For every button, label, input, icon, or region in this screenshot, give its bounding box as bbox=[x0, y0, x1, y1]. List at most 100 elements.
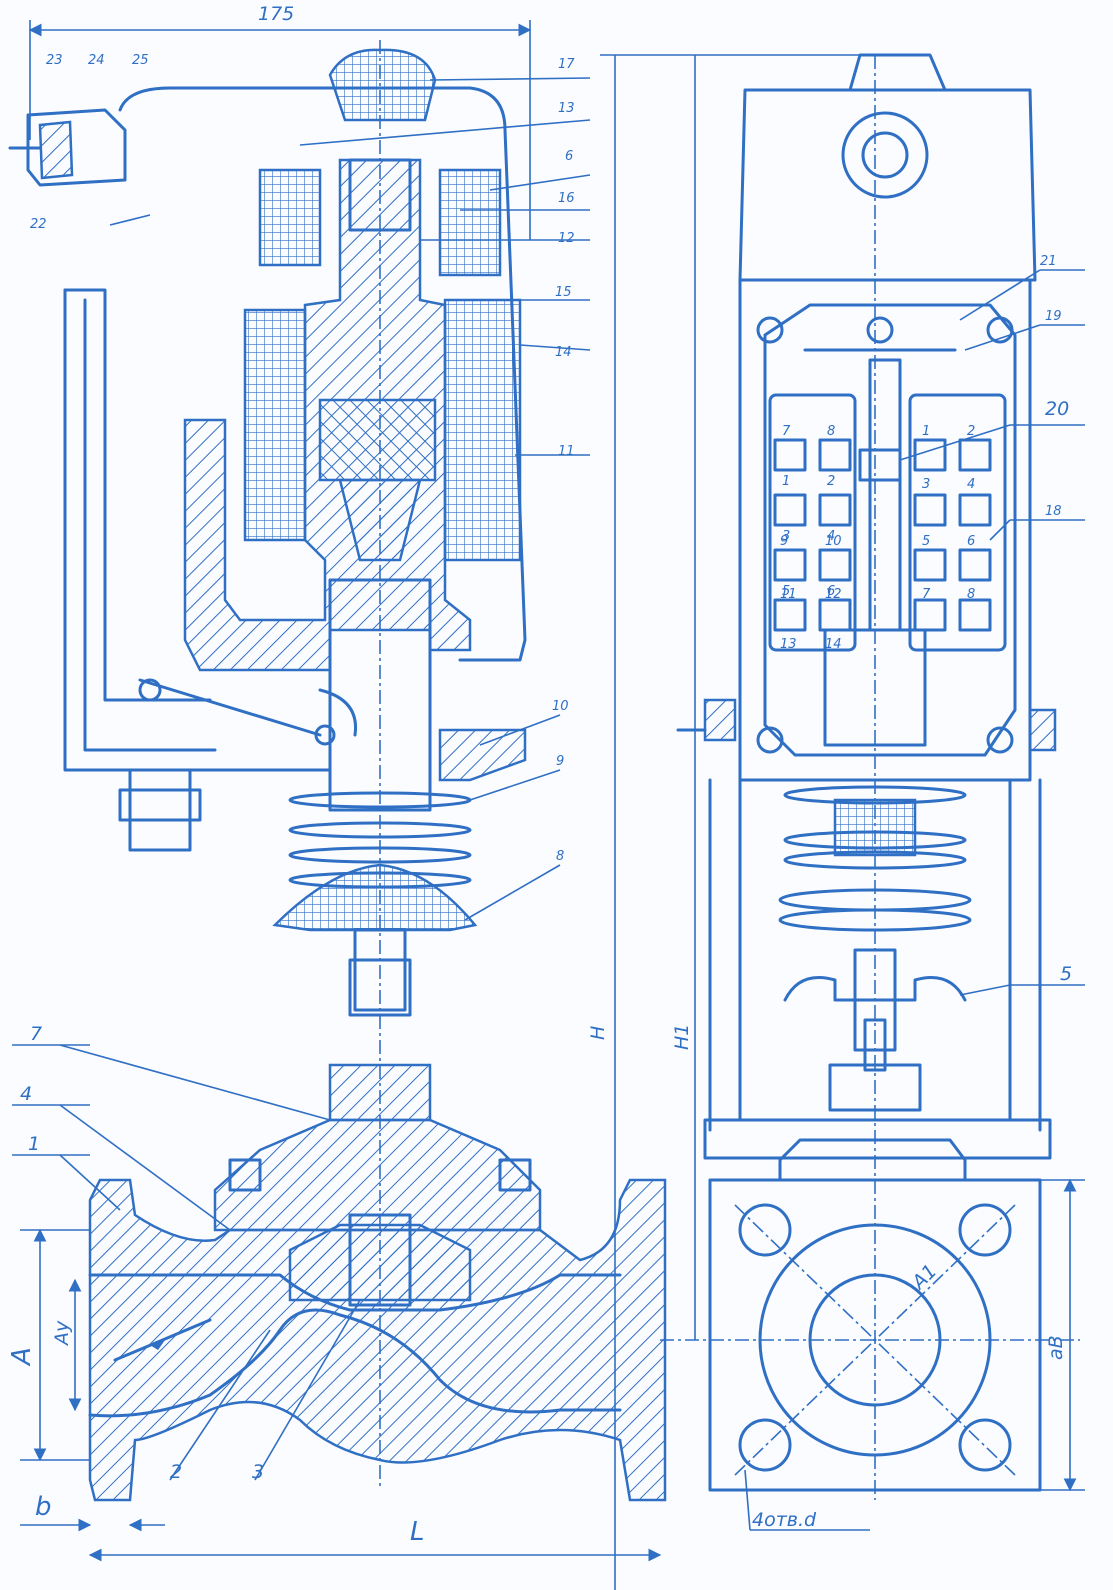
body-inner-lower bbox=[88, 1308, 622, 1418]
terminal-num-r6: 6 bbox=[967, 534, 975, 549]
terminal-num-11: 11 bbox=[780, 587, 797, 602]
side-cover bbox=[738, 88, 1037, 282]
terminal-num-8: 8 bbox=[827, 424, 835, 439]
terminal-panel bbox=[738, 278, 1032, 782]
callout-19: 19 bbox=[1045, 309, 1062, 324]
side-stem bbox=[863, 1018, 887, 1072]
side-knob bbox=[848, 53, 947, 92]
label-A: A bbox=[7, 1347, 37, 1367]
actuator-cover bbox=[118, 86, 527, 662]
side-bonnet bbox=[778, 1138, 967, 1182]
side-view bbox=[600, 53, 1085, 1590]
callout-22: 22 bbox=[30, 217, 47, 232]
holes-leader bbox=[744, 1469, 751, 1531]
cover-cap bbox=[841, 111, 929, 199]
cover-cap-inner bbox=[861, 131, 909, 179]
side-stem-upper bbox=[853, 948, 897, 1052]
side-gland bbox=[828, 1063, 922, 1112]
terminal-screws bbox=[773, 438, 992, 632]
lever bbox=[138, 678, 322, 737]
callout-9: 9 bbox=[556, 754, 564, 769]
callout-14: 14 bbox=[555, 345, 572, 360]
callout-10: 10 bbox=[552, 699, 569, 714]
terminal-num-r2: 2 bbox=[967, 424, 975, 439]
callout-18: 18 bbox=[1045, 504, 1062, 519]
flange-10 bbox=[438, 728, 527, 782]
switch-20 bbox=[858, 448, 902, 482]
screw-tl bbox=[756, 316, 784, 344]
label-L: L bbox=[410, 1517, 425, 1547]
terminal-num-r3: 3 bbox=[922, 477, 930, 492]
top-knob bbox=[328, 48, 437, 122]
callout-2: 2 bbox=[170, 1461, 182, 1483]
bolt-right bbox=[498, 1158, 532, 1192]
callout-4: 4 bbox=[20, 1083, 32, 1105]
callout-21: 21 bbox=[1040, 254, 1057, 269]
terminal-num-10: 10 bbox=[825, 534, 842, 549]
terminal-box bbox=[26, 108, 127, 187]
flow-arrow-head bbox=[150, 1340, 165, 1350]
terminal-block-right bbox=[908, 393, 1007, 652]
label-holes: 4отв.d bbox=[752, 1509, 817, 1531]
diag-2 bbox=[734, 1204, 1016, 1476]
screw-bl bbox=[756, 726, 784, 754]
frame-outer bbox=[63, 288, 332, 772]
leader-lines-left bbox=[12, 77, 591, 1481]
callout-13: 13 bbox=[558, 101, 575, 116]
callout-11: 11 bbox=[558, 444, 575, 459]
callout-12: 12 bbox=[558, 231, 575, 246]
side-stem-nut bbox=[833, 798, 917, 857]
terminal-num-12: 12 bbox=[825, 587, 842, 602]
coil-left bbox=[243, 308, 307, 542]
screw-tr bbox=[986, 316, 1014, 344]
callout-1: 1 bbox=[28, 1133, 40, 1155]
bolt-hole-bl bbox=[738, 1418, 792, 1472]
terminal-num-4: 4 bbox=[827, 529, 835, 544]
label-Ay: Ay bbox=[51, 1320, 73, 1347]
armature bbox=[318, 398, 437, 482]
terminal-num-5: 5 bbox=[782, 584, 790, 599]
terminal-num-7: 7 bbox=[782, 424, 791, 439]
callout-8: 8 bbox=[556, 849, 564, 864]
side-bracket-right bbox=[1028, 708, 1057, 752]
bolt-hole-tl bbox=[738, 1203, 792, 1257]
bolt-hole-tr bbox=[958, 1203, 1012, 1257]
terminal-num-14: 14 bbox=[825, 637, 842, 652]
terminal-num-r8: 8 bbox=[967, 587, 975, 602]
callout-5: 5 bbox=[1060, 963, 1072, 985]
bottom-connector bbox=[128, 768, 192, 852]
lever-cam bbox=[318, 688, 358, 737]
callout-20: 20 bbox=[1045, 398, 1069, 420]
terminal-num-r4: 4 bbox=[967, 477, 975, 492]
label-H: H bbox=[587, 1026, 609, 1040]
label-b: b bbox=[35, 1492, 52, 1522]
bolt-hole-br bbox=[958, 1418, 1012, 1472]
terminal-num-r5: 5 bbox=[922, 534, 930, 549]
terminal-num-3: 3 bbox=[782, 529, 790, 544]
diaphragm-8 bbox=[272, 863, 478, 932]
callout-23: 23 bbox=[46, 53, 63, 68]
terminal-plate bbox=[763, 303, 1017, 757]
flange-face bbox=[708, 1178, 1042, 1492]
terminal-num-9: 9 bbox=[780, 534, 788, 549]
stem-coupling bbox=[353, 928, 407, 1012]
callout-25: 25 bbox=[132, 53, 149, 68]
lever-pivot bbox=[138, 678, 162, 702]
upper-coil-right bbox=[438, 168, 502, 277]
flow-arrow bbox=[113, 1318, 212, 1362]
callout-6: 6 bbox=[565, 149, 573, 164]
callout-7: 7 bbox=[30, 1023, 42, 1045]
leader-lines-right bbox=[899, 269, 1085, 996]
screw-tc bbox=[866, 316, 894, 344]
label-aB: aB bbox=[1045, 1335, 1067, 1360]
terminal-num-r7: 7 bbox=[922, 587, 931, 602]
label-A1: A1 bbox=[907, 1260, 942, 1295]
terminal-num-13: 13 bbox=[780, 637, 797, 652]
body-inner-upper bbox=[88, 1273, 622, 1312]
valve-body-1 bbox=[88, 1178, 667, 1502]
upper-coil-left bbox=[258, 168, 322, 267]
screw-br bbox=[986, 726, 1014, 754]
callout-15: 15 bbox=[555, 285, 572, 300]
drive-link bbox=[823, 628, 927, 747]
